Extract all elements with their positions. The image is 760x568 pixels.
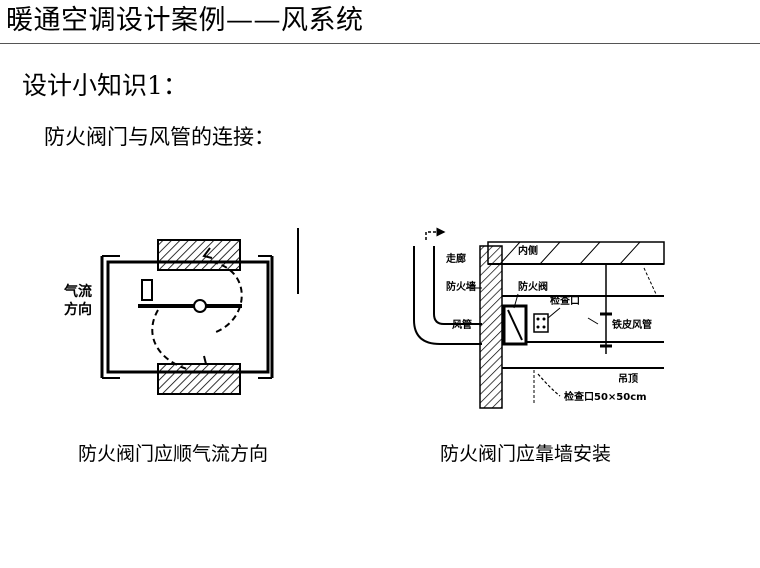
damper-airflow-diagram: 气流 方向: [62, 222, 310, 402]
label-corridor: 走廊: [445, 252, 466, 265]
label-duct: 风管: [452, 318, 472, 331]
blade-pivot: [193, 299, 207, 313]
label-sheet-duct: 铁皮风管: [612, 318, 652, 331]
duct-body: [106, 260, 270, 374]
airflow-label-line2: 方向: [64, 301, 92, 318]
damper-wall-install-diagram: 内侧 走廊 防火墙 防火阀 检查口 风管 铁皮风管 吊顶 检查口50×50cm: [400, 227, 670, 414]
slide-title: 暖通空调设计案例——风系统: [6, 5, 364, 36]
label-fire-wall: 防火墙: [446, 280, 476, 293]
left-figure-caption: 防火阀门应顺气流方向: [78, 443, 269, 465]
wall-top: [157, 239, 241, 271]
label-ceiling: 吊顶: [618, 373, 638, 385]
access-port: [533, 313, 549, 333]
label-access-port: 检查口: [550, 294, 580, 307]
label-access-size: 检查口50×50cm: [564, 390, 647, 403]
right-figure-caption: 防火阀门应靠墙安装: [440, 443, 612, 465]
airflow-label-line1: 气流: [63, 283, 92, 300]
blade-swing-arc: [211, 261, 243, 333]
vertical-duct: [413, 246, 482, 345]
slide-subtitle: 设计小知识1：: [22, 71, 188, 100]
wall-bottom: [157, 363, 241, 395]
section-heading: 防火阀门与风管的连接：: [44, 125, 275, 149]
label-inner: 内侧: [518, 244, 538, 257]
fire-wall: [479, 245, 503, 409]
title-divider: [0, 43, 760, 44]
label-fire-damper: 防火阀: [518, 280, 548, 293]
